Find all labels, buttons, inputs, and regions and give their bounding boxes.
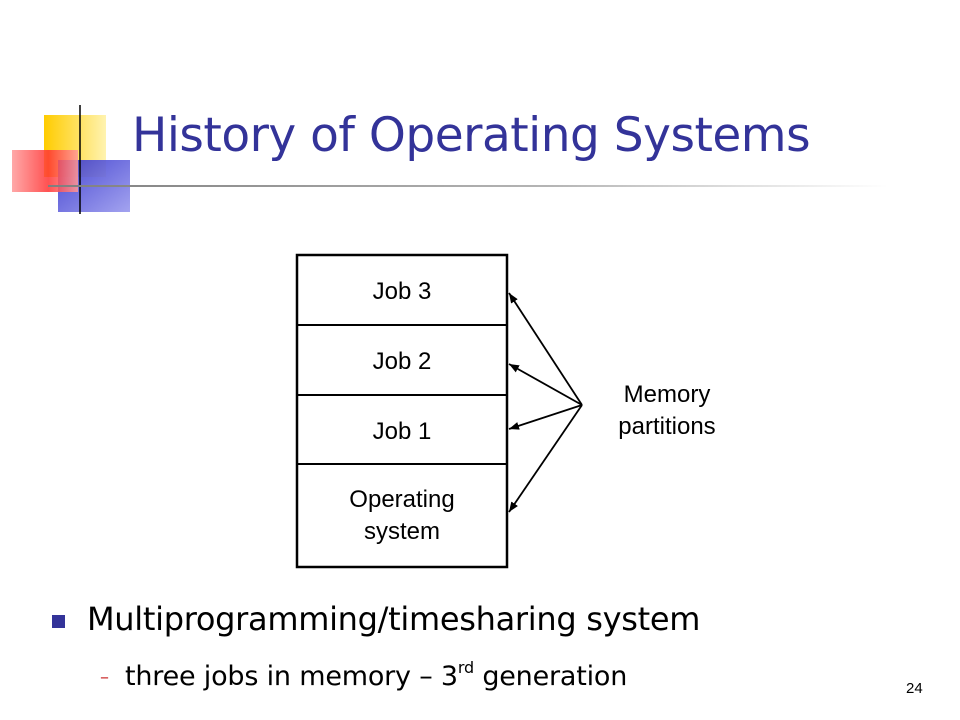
corner-decoration (12, 105, 135, 214)
partition-os-line1: Operating (349, 486, 454, 513)
ordinal-superscript: rd (457, 658, 474, 677)
arrow-to-job-2 (508, 363, 583, 406)
memory-partitions-diagram: Job 3 Job 2 Job 1 Operating system Memor… (295, 253, 716, 569)
bullet-item: Multiprogramming/timesharing system (52, 600, 700, 638)
arrow-to-job-3 (508, 292, 583, 406)
memory-label-line1: Memory (624, 381, 711, 408)
slide-title: History of Operating Systems (132, 108, 811, 163)
partition-job-2: Job 2 (373, 348, 432, 375)
memory-outer-box (295, 253, 509, 569)
page-number: 24 (906, 680, 923, 697)
title-underline (48, 185, 888, 187)
memory-label-line2: partitions (618, 413, 715, 440)
arrow-to-job-1 (508, 404, 583, 430)
partition-job-1: Job 1 (373, 418, 432, 445)
dash-bullet-icon: – (100, 666, 109, 688)
arrow-to-os (508, 404, 583, 513)
sub-bullet-item: – three jobs in memory – 3rd generation (100, 658, 627, 692)
partition-os-line2: system (364, 518, 440, 545)
sub-bullet-text-end: generation (473, 661, 628, 692)
bullet-text: Multiprogramming/timesharing system (87, 600, 701, 638)
sub-bullet-text: three jobs in memory – 3rd generation (125, 658, 627, 692)
partition-job-3: Job 3 (373, 278, 432, 305)
square-bullet-icon (52, 614, 65, 628)
sub-bullet-text-main: three jobs in memory – 3 (125, 661, 458, 692)
